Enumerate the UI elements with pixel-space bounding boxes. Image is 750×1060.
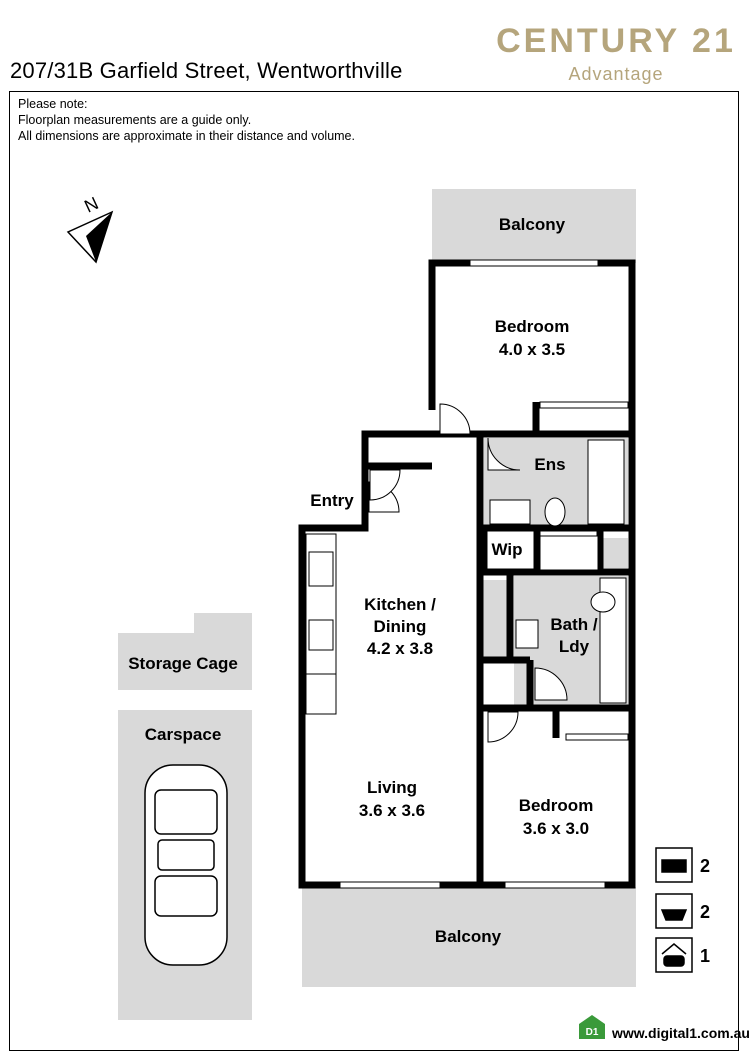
brand-name: CENTURY 21 xyxy=(496,22,736,60)
balcony-bottom-area xyxy=(302,887,636,987)
car-icon xyxy=(144,764,228,966)
compass-label: N xyxy=(81,193,101,217)
bath-label-1: Bath / xyxy=(550,615,598,634)
living-label: Living xyxy=(367,778,417,797)
disclaimer-note: Please note: Floorplan measurements are … xyxy=(18,96,355,144)
wip-label: Wip xyxy=(491,540,522,559)
footer-url[interactable]: www.digital1.com.au xyxy=(612,1025,750,1041)
kitchen-label-2: Dining xyxy=(374,617,427,636)
brand-logo: CENTURY 21 Advantage xyxy=(486,22,746,84)
digital1-logo-icon: D1 xyxy=(579,1015,605,1039)
living-dims: 3.6 x 3.6 xyxy=(359,801,425,820)
bathroom-count: 2 xyxy=(700,902,711,922)
entry-label: Entry xyxy=(310,491,354,510)
note-line-2: Floorplan measurements are a guide only. xyxy=(18,113,252,127)
ensuite-label: Ens xyxy=(534,455,565,474)
kitchen-label-1: Kitchen / xyxy=(364,595,436,614)
storage-label: Storage Cage xyxy=(128,654,238,673)
bedroom-count: 2 xyxy=(700,856,711,876)
balcony-bottom-label: Balcony xyxy=(435,927,502,946)
kitchen-dims: 4.2 x 3.8 xyxy=(367,639,433,658)
north-arrow-icon: N xyxy=(66,193,114,264)
bedroom1-label: Bedroom xyxy=(495,317,570,336)
plan-frame xyxy=(9,91,739,1051)
balcony-top-label: Balcony xyxy=(499,215,566,234)
carspace-label: Carspace xyxy=(145,725,222,744)
balcony-top-area xyxy=(432,189,636,263)
carspace-count: 1 xyxy=(700,946,711,966)
walls xyxy=(298,259,636,889)
bedroom2-dims: 3.6 x 3.0 xyxy=(523,819,589,838)
storage-cage-area xyxy=(118,613,252,690)
note-line-1: Please note: xyxy=(18,97,88,111)
bedroom2-label: Bedroom xyxy=(519,796,594,815)
bath-label-2: Ldy xyxy=(559,637,590,656)
bedroom1-dims: 4.0 x 3.5 xyxy=(499,340,565,359)
property-address: 207/31B Garfield Street, Wentworthville xyxy=(10,58,403,83)
note-line-3: All dimensions are approximate in their … xyxy=(18,129,355,143)
d1-logo-text: D1 xyxy=(586,1027,599,1038)
brand-subtitle: Advantage xyxy=(568,64,664,84)
